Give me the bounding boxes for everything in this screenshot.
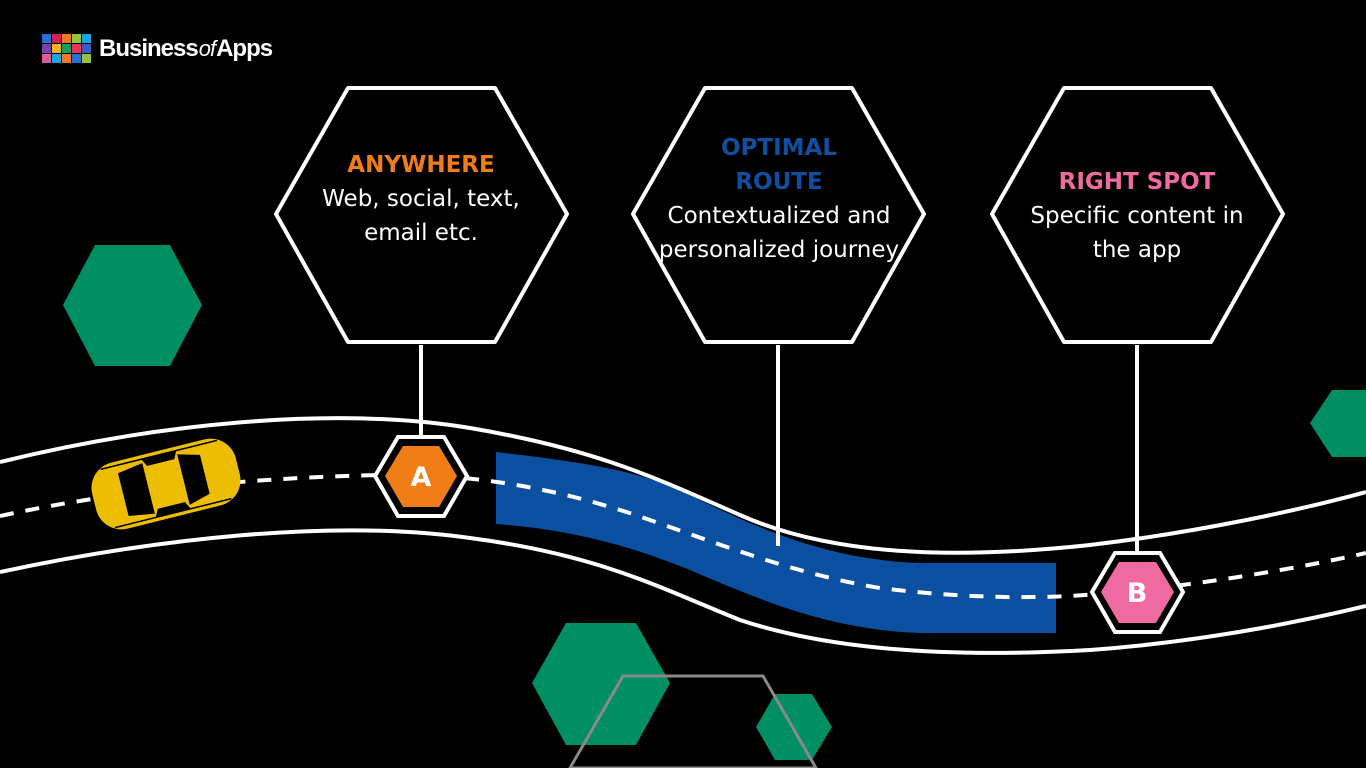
road-edge-top (0, 416, 1366, 555)
logo-tile (72, 44, 81, 53)
logo-tile (82, 44, 91, 53)
decor-hexagon (63, 245, 202, 366)
logo-tile (52, 54, 61, 63)
sign-right-spot: RIGHT SPOT Specific content in the app (1017, 165, 1257, 267)
marker-a: A (372, 435, 470, 518)
logo-tile (52, 44, 61, 53)
logo-text-business: Business (99, 34, 199, 62)
logo-tile (62, 44, 71, 53)
logo-tile (82, 54, 91, 63)
logo-tile (42, 34, 51, 43)
logo-wordmark: BusinessofApps (99, 34, 273, 63)
decor-hexagon-outline (568, 674, 818, 768)
sign-optimal-route: OPTIMAL ROUTE Contextualized and persona… (643, 131, 915, 267)
sign-body-anywhere: Web, social, text, email etc. (322, 186, 520, 246)
sign-body-right-spot: Specific content in the app (1030, 203, 1244, 263)
decor-hexagon (532, 623, 670, 745)
sign-title-optimal-route: OPTIMAL ROUTE (721, 135, 837, 195)
sign-title-right-spot: RIGHT SPOT (1058, 169, 1216, 195)
marker-b-label: B (1127, 578, 1148, 609)
sign-body-optimal-route: Contextualized and personalized journey (658, 203, 900, 263)
sign-title-anywhere: ANYWHERE (347, 152, 495, 178)
logo-text-apps: Apps (216, 34, 273, 62)
logo-tile (52, 34, 61, 43)
car-icon (91, 438, 241, 530)
decor-hexagon (1310, 390, 1366, 457)
logo-tile (72, 34, 81, 43)
logo-tile (62, 34, 71, 43)
road-edge-bottom (0, 528, 1366, 655)
logo-mark-icon (42, 34, 91, 63)
logo-tile (42, 54, 51, 63)
marker-b: B (1089, 551, 1186, 634)
marker-a-label: A (411, 462, 432, 493)
logo-tile (72, 54, 81, 63)
sign-hexagon-right-spot (990, 86, 1285, 344)
sign-hexagon-optimal-route (631, 86, 926, 344)
logo-tile (62, 54, 71, 63)
sign-anywhere: ANYWHERE Web, social, text, email etc. (321, 148, 521, 250)
sign-hexagon-anywhere (274, 86, 569, 344)
logo-tile (82, 34, 91, 43)
logo-tile (42, 44, 51, 53)
business-of-apps-logo: BusinessofApps (42, 34, 273, 63)
logo-text-of: of (198, 35, 216, 61)
